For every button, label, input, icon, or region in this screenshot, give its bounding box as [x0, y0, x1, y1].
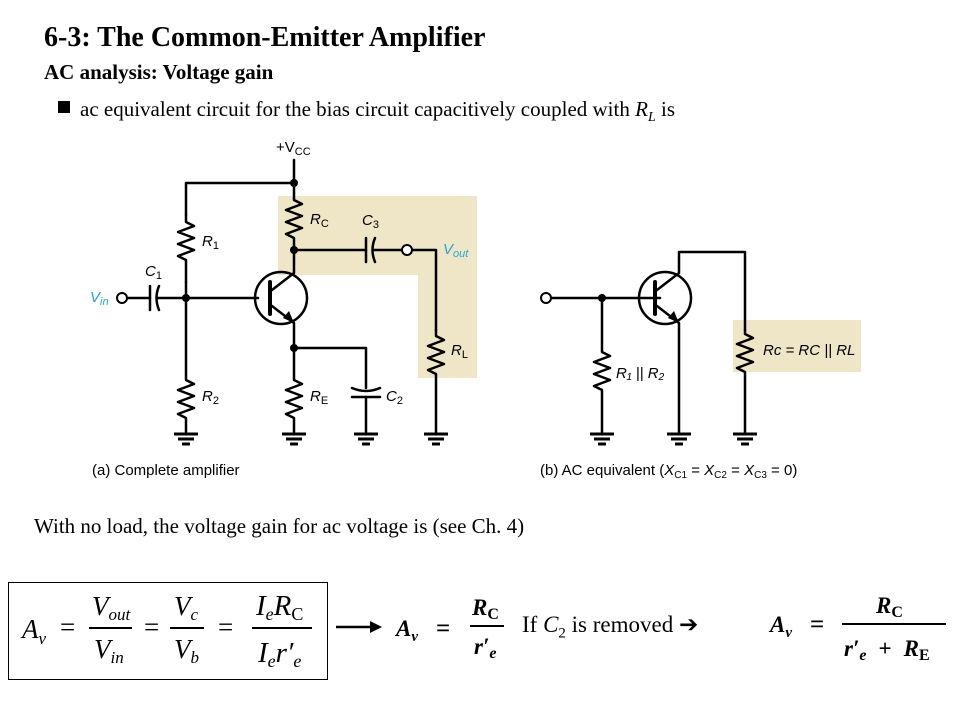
caption-a: (a) Complete amplifier — [92, 462, 240, 479]
r2-resistor — [176, 296, 196, 434]
r1-resistor — [176, 213, 196, 284]
if-c2-removed-text: If C2 is removed ➔ — [522, 612, 699, 642]
rc-parallel-resistor — [735, 328, 755, 434]
av-symbol: Av — [20, 614, 47, 648]
caption-b: (b) AC equivalent (XC1 = XC2 = XC3 = 0) — [540, 462, 797, 481]
right-arrow-icon: ➔ — [678, 612, 699, 638]
equals-sign: = — [144, 612, 159, 642]
ground-icon — [422, 432, 450, 446]
bullet-rl-symbol: RL — [635, 97, 656, 126]
ground-icon — [352, 432, 380, 446]
av-symbol-unbypassed: Av — [768, 612, 792, 641]
equals-sign: = — [810, 611, 824, 638]
bullet-tail: is — [660, 97, 675, 121]
rc-parallel-label: Rc = RC || RL — [763, 342, 855, 359]
ground-icon — [665, 432, 693, 446]
circuit-diagram: +VCC R1 R2 RC RE RL C1 C2 C3 Vin Vout R₁… — [90, 139, 861, 481]
c1-label: C1 — [145, 263, 162, 282]
bullet-item: ac equivalent circuit for the bias circu… — [58, 97, 675, 126]
rc-resistor — [284, 183, 304, 252]
gain-equation-box — [8, 582, 328, 680]
ground-icon — [588, 432, 616, 446]
rc-numerator: RC — [471, 595, 499, 623]
vc-numerator: Vc — [174, 591, 199, 624]
highlight-rc-region — [733, 320, 861, 372]
equals-sign: = — [436, 615, 450, 642]
r2-label: R2 — [202, 388, 219, 407]
re-denominator: r′e — [474, 634, 497, 662]
equals-sign: = — [60, 612, 75, 642]
ground-icon — [731, 432, 759, 446]
r12-resistor — [592, 296, 612, 434]
re-plus-RE-denominator: r′e+RE — [844, 636, 930, 664]
vin-label: Vin — [90, 289, 109, 308]
vout-label: Vout — [443, 241, 469, 260]
re-resistor — [284, 346, 304, 434]
ie-rc-numerator: IeRC — [255, 590, 303, 624]
vcc-label: +VCC — [276, 139, 311, 158]
slide-subtitle: AC analysis: Voltage gain — [44, 60, 274, 84]
equations: Av = Vout Vin = Vc Vb = IeRC Ier′e Av = … — [20, 590, 946, 671]
r12-label: R₁ || R₂ — [616, 365, 665, 382]
c2-symbol: C2 — [543, 612, 566, 642]
vin-denominator: Vin — [94, 634, 124, 667]
no-load-text: With no load, the voltage gain for ac vo… — [34, 514, 525, 538]
rc-label: RC — [310, 211, 329, 230]
r1-label: R1 — [202, 233, 219, 252]
arrow-icon — [370, 621, 382, 633]
c3-label: C3 — [362, 212, 379, 231]
c2-label: C2 — [386, 388, 403, 407]
highlight-collector-region — [278, 196, 477, 378]
rl-label: RL — [451, 342, 468, 361]
vout-numerator: Vout — [92, 591, 132, 624]
ground-icon — [280, 432, 308, 446]
bullet-text: ac equivalent circuit for the bias circu… — [80, 97, 630, 121]
rl-resistor — [426, 328, 446, 434]
slide-title: 6-3: The Common-Emitter Amplifier — [44, 22, 486, 53]
av-symbol-simplified: Av — [394, 616, 418, 645]
equals-sign: = — [218, 612, 233, 642]
re-label: RE — [310, 388, 328, 407]
bullet-square-icon — [58, 101, 70, 113]
ie-re-denominator: Ier′e — [257, 637, 301, 671]
vb-denominator: Vb — [174, 634, 199, 667]
ground-icon — [172, 432, 200, 446]
rc-numerator-unbypassed: RC — [875, 593, 903, 621]
